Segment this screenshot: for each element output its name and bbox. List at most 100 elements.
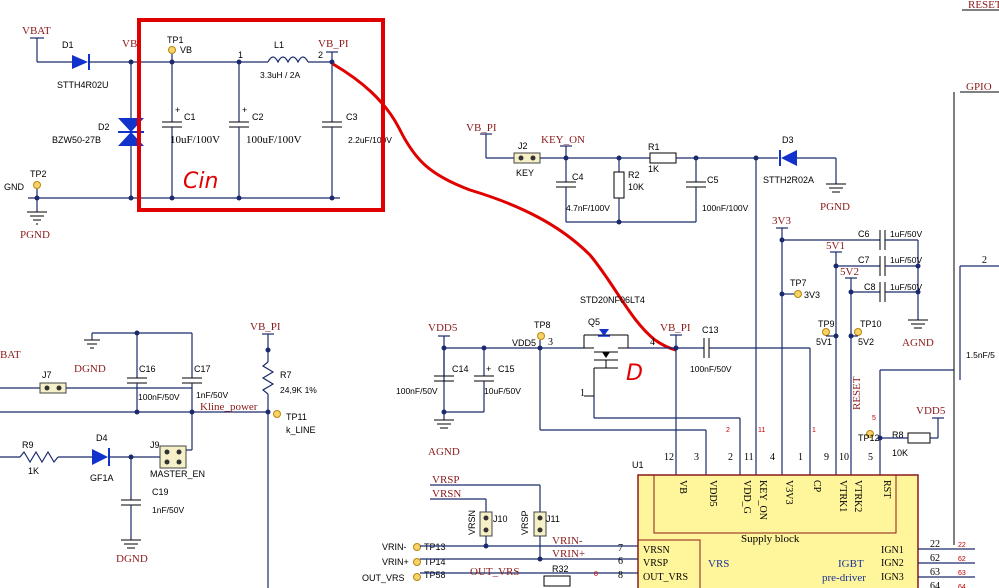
u1-pin-vtrk1: VTRK1 xyxy=(837,480,848,512)
u1-pin-vdd5: VDD5 xyxy=(707,480,718,507)
j10-ref: J10 xyxy=(493,514,508,524)
c16-value: 100nF/50V xyxy=(138,392,180,402)
r7-resistor xyxy=(261,361,275,395)
r2-ref: R2 xyxy=(628,170,640,180)
r7-ref: R7 xyxy=(280,370,292,380)
net-vbat: VBAT xyxy=(22,25,51,37)
svg-text:+: + xyxy=(242,105,247,115)
u1-vrs-pin-number: 8 xyxy=(618,570,623,581)
c14-ref: C14 xyxy=(452,364,469,374)
net-master-en: MASTER_EN xyxy=(150,469,205,479)
d4-diode-symbol xyxy=(92,449,108,465)
c13-value: 100nF/50V xyxy=(690,364,732,374)
r7-value: 24,9K 1% xyxy=(280,385,317,395)
net-vrin-minus: VRIN- xyxy=(382,542,407,552)
net-num-5: 5 xyxy=(872,415,876,422)
tp12-testpoint xyxy=(866,430,874,438)
tp11-net: k_LINE xyxy=(286,425,316,435)
net-vrin-minus-label: VRIN- xyxy=(552,535,583,547)
u1-pin-number-key-on: 11 xyxy=(744,452,754,463)
q5-pin3: 3 xyxy=(548,337,553,348)
u1-pin-number-rst: 5 xyxy=(868,452,873,463)
u1-pin-ign1: IGN1 xyxy=(881,545,904,556)
c6-ref: C6 xyxy=(858,229,870,239)
u1-vrs-block xyxy=(637,539,701,588)
net-dgnd-bottom: DGND xyxy=(116,553,148,565)
u1-pin-number-v3v3: 4 xyxy=(770,452,775,463)
u1-igbt-net-number: 64 xyxy=(958,584,966,588)
r8-ref: R8 xyxy=(892,430,904,440)
u1-pin-cp: CP xyxy=(811,480,822,493)
u1-igbt-net-number: 62 xyxy=(958,556,966,563)
j10-value: VRSN xyxy=(467,510,477,535)
tp8-testpoint xyxy=(537,332,545,340)
right-edge: RESET GPIO 2 1.5nF/5 xyxy=(953,0,999,545)
c4-value: 4.7nF/100V xyxy=(566,203,610,213)
d-annotation: D xyxy=(626,361,643,386)
u1-igbt-pin-number: 64 xyxy=(930,581,940,588)
u1-pin-rst: RST xyxy=(881,480,892,498)
u1-igbt-net-number: 22 xyxy=(958,542,966,549)
vrs-section: VRSP VRSN J10 VRSN J11 VRSP VRIN- TP13 V… xyxy=(362,474,638,587)
j11-value: VRSP xyxy=(520,510,530,535)
net-3v3: 3V3 xyxy=(772,215,791,227)
c14-value: 100nF/50V xyxy=(396,386,438,396)
u1-pin-key-on: KEY_ON xyxy=(757,480,768,520)
cin-input-filter: TP1 VB L1 3.3uH / 2A 1 2 VB_PI + C1 10uF… xyxy=(137,18,392,212)
tp2-testpoint xyxy=(33,181,41,189)
tp1-ref: TP1 xyxy=(167,35,184,45)
l1-ref: L1 xyxy=(274,40,284,50)
tp14-ref: TP14 xyxy=(424,557,446,567)
r8-resistor xyxy=(907,432,931,444)
r9-ref: R9 xyxy=(22,440,34,450)
u1-pin-number-vdd5: 3 xyxy=(694,452,699,463)
u1-vrs-pin-number: 7 xyxy=(618,543,623,554)
q5-section: STD20NF06LT4 Q5 VDD5 C14 100nF/50V + C15… xyxy=(396,158,954,478)
c16-ref: C16 xyxy=(139,364,156,374)
tp11-ref: TP11 xyxy=(286,412,307,422)
net-reset: RESET xyxy=(851,376,863,410)
u1-pin-ign2: IGN2 xyxy=(881,558,904,569)
net-out-vrs-label: OUT_VRS xyxy=(470,566,520,578)
r8-value: 10K xyxy=(892,448,908,458)
tp1-net: VB xyxy=(180,45,192,55)
j2-value: KEY xyxy=(516,168,534,178)
tp9-testpoint xyxy=(822,328,830,336)
u1-pin-number-vb: 12 xyxy=(664,452,674,463)
tp8-ref: TP8 xyxy=(534,320,551,330)
u1-igbt-pin-number: 22 xyxy=(930,539,940,550)
net-vrsp: VRSP xyxy=(432,474,460,486)
r32-resistor xyxy=(543,575,571,587)
u1-pin-number-vdd-g: 2 xyxy=(728,452,733,463)
svg-text:+: + xyxy=(486,364,491,374)
vrs-net-8: 8 xyxy=(594,571,598,578)
l1-inductor-symbol xyxy=(267,56,309,64)
regulator-caps: 3V3 5V1 5V2 AGND C6 1uF/50V C7 1uF/50V C… xyxy=(772,215,934,458)
net-gpio: GPIO xyxy=(966,81,992,93)
c19-ref: C19 xyxy=(152,487,169,497)
u1-pin-number-vtrk1: 9 xyxy=(824,452,829,463)
d3-value: STTH2R02A xyxy=(763,175,814,185)
u1-chip: U1 Supply block VRS IGBT pre-driver 12VB… xyxy=(618,452,975,588)
j2-jumper xyxy=(513,152,541,164)
svg-text:+: + xyxy=(175,105,180,115)
net-5v2: 5V2 xyxy=(840,266,859,278)
r2-value: 10K xyxy=(628,182,644,192)
vrs-block-label: VRS xyxy=(708,558,729,570)
r32-ref: R32 xyxy=(552,564,569,574)
net-dgnd-top: DGND xyxy=(74,363,106,375)
r1-value: 1K xyxy=(648,164,659,174)
right-net-2: 2 xyxy=(982,255,987,266)
tp58-ref: TP58 xyxy=(424,570,446,580)
u1-pin-number-vtrk2: 10 xyxy=(839,452,849,463)
cin-annotation: Cin xyxy=(183,169,218,194)
c2-value: 100uF/100V xyxy=(246,134,302,146)
net-vrin-plus: VRIN+ xyxy=(382,557,409,567)
j7-jumper xyxy=(39,382,67,394)
net-pgnd-left: PGND xyxy=(20,229,50,241)
c15-value: 10uF/50V xyxy=(484,386,521,396)
r9-resistor xyxy=(19,450,59,464)
r1-ref: R1 xyxy=(648,142,660,152)
